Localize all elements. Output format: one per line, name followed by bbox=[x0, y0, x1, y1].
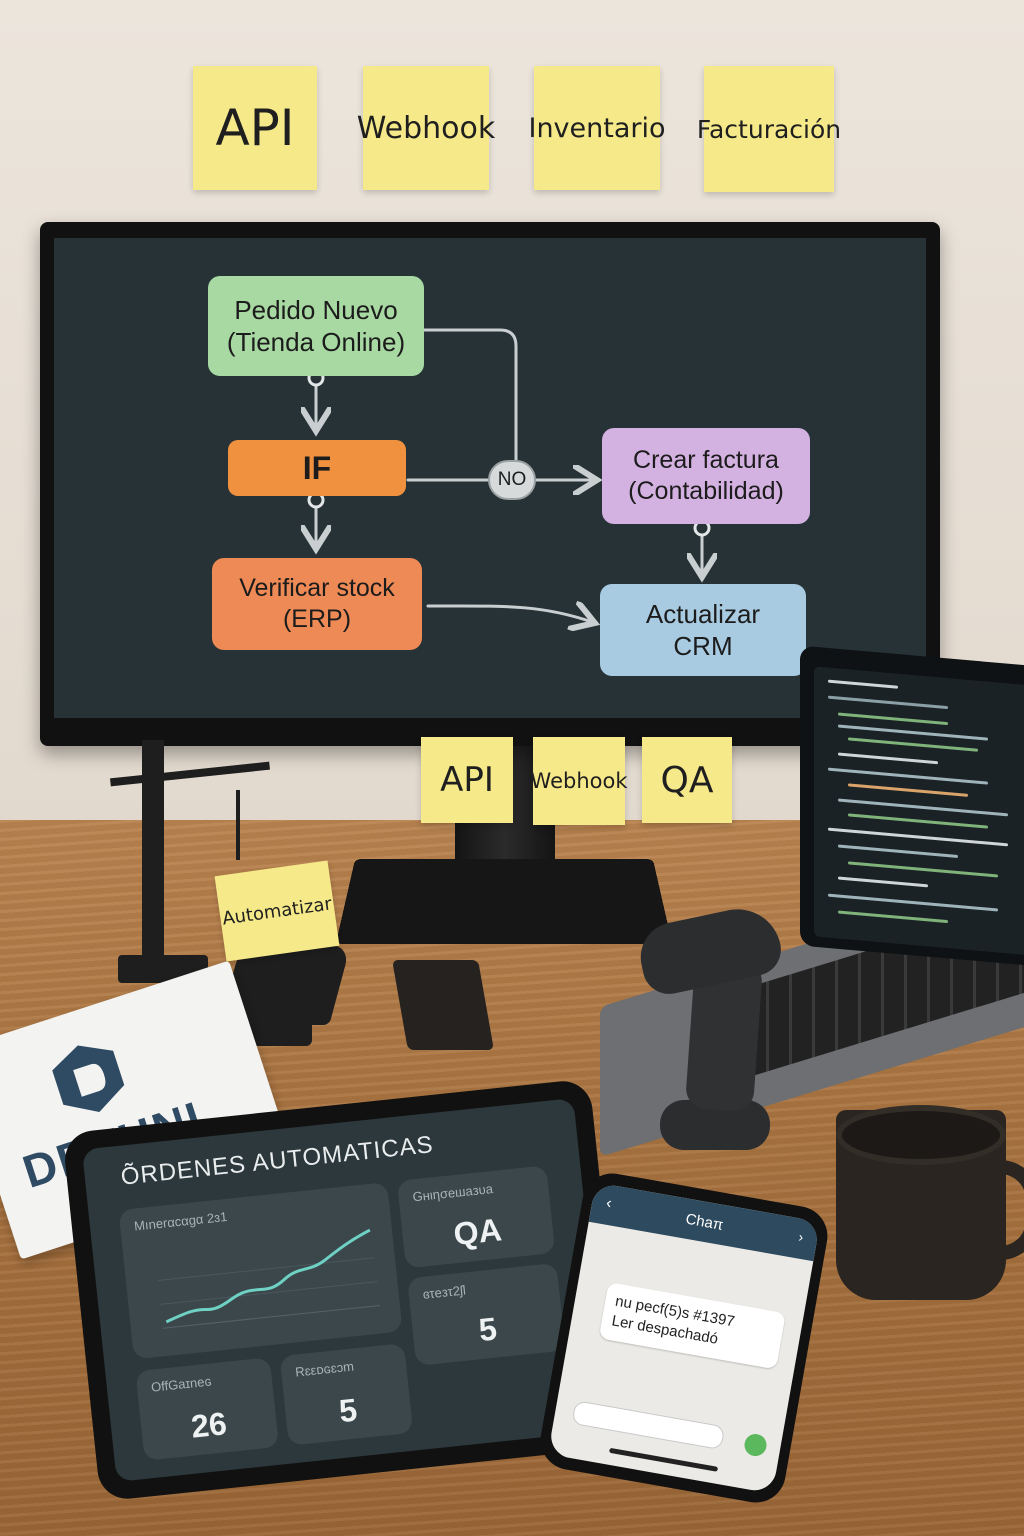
chat-back-icon[interactable]: ‹ bbox=[604, 1194, 613, 1213]
wall-note-inventario: Inventario bbox=[528, 66, 666, 190]
node-pedido-line1: Pedido Nuevo bbox=[234, 294, 398, 325]
crane-hook bbox=[236, 790, 240, 860]
smartphone: ‹ Chaπ › nu pecf(5)s #1397 Ler despachad… bbox=[535, 1168, 833, 1508]
tablet-screen: ÕRDENES AUTOMATICAS Mınerαcαgα 2ɜ1 Gнιησ… bbox=[81, 1098, 609, 1482]
kpi-tile-qa: Gнιησeшaзυa QA bbox=[396, 1165, 556, 1269]
node-crm-line1: Actualizar bbox=[645, 598, 761, 629]
wall-note-inventario-label: Inventario bbox=[528, 112, 666, 144]
monitor-note-qa-label: QA bbox=[660, 759, 714, 801]
devuni-book: DEVUNI bbox=[0, 960, 297, 1260]
devuni-logo-icon bbox=[52, 1045, 125, 1113]
kpi-tile-5b: Rɛεᴅɢɛɔm 5 bbox=[279, 1343, 414, 1446]
chat-input[interactable] bbox=[571, 1400, 726, 1451]
dashboard-title: ÕRDENES AUTOMATICAS bbox=[119, 1131, 435, 1191]
wall-note-facturacion-label: Facturación bbox=[696, 114, 842, 144]
wall-note-webhook-label: Webhook bbox=[356, 110, 496, 146]
node-actualizar-crm: Actualizar CRM bbox=[600, 584, 806, 676]
monitor-note-qa: QA bbox=[642, 737, 732, 823]
crane-tower bbox=[142, 740, 164, 960]
figure-note-label: Automatizar bbox=[220, 892, 334, 930]
flow-connectors bbox=[0, 328, 1024, 760]
decision-no-label: NO bbox=[497, 469, 527, 490]
node-factura-line1: Crear factura bbox=[633, 445, 779, 474]
monitor-note-webhook-label: Webhook bbox=[530, 769, 628, 793]
kpi-qa-label: Gнιησeшaзυa bbox=[411, 1181, 494, 1205]
monitor-note-api-label: API bbox=[440, 760, 494, 800]
kpi-26-value: 26 bbox=[189, 1405, 229, 1445]
wall-note-api-label: API bbox=[215, 99, 295, 157]
figure-note-automatizar: Automatizar bbox=[214, 860, 340, 962]
wall-note-api: API bbox=[193, 66, 317, 190]
kpi-tile-26: OffGaɪneɢ 26 bbox=[135, 1357, 280, 1461]
pump-model bbox=[392, 960, 494, 1050]
node-factura-line2: (Contabilidad) bbox=[628, 477, 784, 505]
kpi-tile-5a: ɞτeзτ2ʃl 5 bbox=[407, 1262, 566, 1366]
chart-tile: Mınerαcαgα 2ɜ1 bbox=[118, 1182, 403, 1360]
kpi-26-label: OffGaɪneɢ bbox=[150, 1373, 213, 1395]
edge-pedido-loop bbox=[422, 328, 518, 462]
chat-send-icon[interactable] bbox=[742, 1432, 769, 1458]
chat-menu-icon[interactable]: › bbox=[797, 1228, 805, 1246]
node-pedido-nuevo: Pedido Nuevo (Tienda Online) bbox=[208, 276, 424, 376]
monitor-stand-base bbox=[335, 859, 673, 945]
node-crm-line2: CRM bbox=[673, 631, 733, 661]
kpi-5b-value: 5 bbox=[337, 1391, 359, 1430]
chat-header-title: Chaπ bbox=[684, 1210, 725, 1234]
kpi-5b-label: Rɛεᴅɢɛɔm bbox=[294, 1358, 355, 1380]
monitor-note-webhook: Webhook bbox=[530, 737, 628, 825]
node-pedido-line2: (Tienda Online) bbox=[226, 327, 406, 357]
phone-screen: ‹ Chaπ › nu pecf(5)s #1397 Ler despachad… bbox=[547, 1182, 821, 1494]
wall-note-facturacion: Facturación bbox=[697, 66, 841, 192]
node-crear-factura: Crear factura (Contabilidad) bbox=[602, 428, 810, 524]
orders-trend-line bbox=[157, 1228, 380, 1329]
edge-stock-to-crm bbox=[426, 606, 592, 622]
node-stock-line1: Verificar stock bbox=[239, 573, 395, 602]
kpi-5a-value: 5 bbox=[477, 1310, 499, 1349]
tablet: ÕRDENES AUTOMATICAS Mınerαcαgα 2ɜ1 Gнιησ… bbox=[62, 1078, 628, 1502]
node-if: IF bbox=[228, 440, 406, 496]
chat-message-bubble: nu pecf(5)s #1397 Ler despachadó bbox=[598, 1282, 786, 1369]
node-verificar-stock: Verificar stock (ERP) bbox=[212, 558, 422, 650]
node-stock-line2: (ERP) bbox=[282, 605, 352, 633]
kpi-qa-value: QA bbox=[451, 1211, 504, 1253]
wall-note-webhook: Webhook bbox=[357, 66, 495, 190]
home-indicator bbox=[608, 1447, 719, 1472]
node-if-label: IF bbox=[302, 450, 332, 486]
decision-no-badge: NO bbox=[488, 460, 536, 500]
laptop-code-editor bbox=[814, 666, 1024, 956]
monitor-note-api: API bbox=[421, 737, 513, 823]
mug-handle bbox=[980, 1160, 1024, 1260]
coffee-surface bbox=[836, 1105, 1006, 1165]
kpi-5a-label: ɞτeзτ2ʃl bbox=[422, 1282, 467, 1302]
